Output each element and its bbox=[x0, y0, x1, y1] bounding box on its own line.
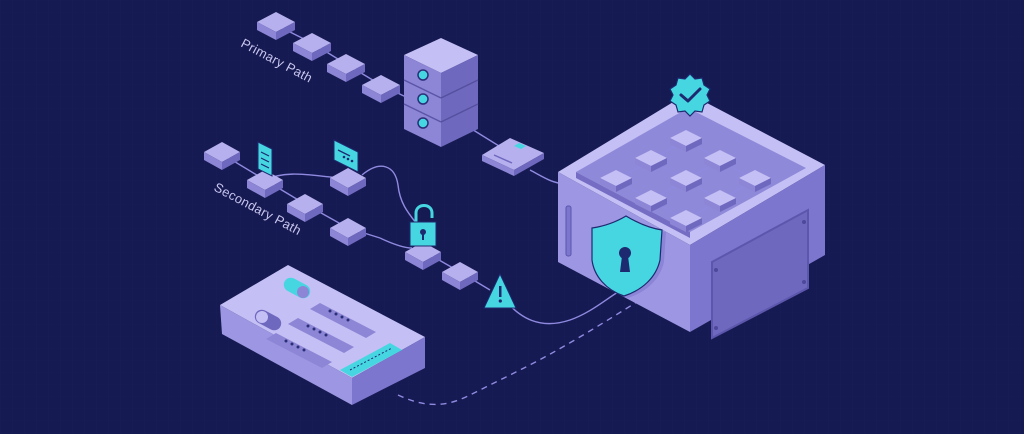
vault-key bbox=[600, 170, 632, 192]
secondary-path-blocks bbox=[204, 142, 478, 290]
message-card-icon bbox=[333, 139, 359, 173]
path-node bbox=[362, 75, 400, 103]
primary-path-blocks bbox=[257, 12, 400, 103]
server-stack-icon bbox=[403, 38, 479, 147]
path-node bbox=[442, 262, 478, 290]
path-node bbox=[247, 170, 283, 198]
vault-key bbox=[739, 170, 771, 192]
receipt-icon bbox=[257, 141, 273, 177]
path-node bbox=[204, 142, 240, 170]
toggle-switch-off bbox=[254, 309, 282, 331]
password-field bbox=[288, 318, 354, 353]
vault-keypad bbox=[600, 130, 771, 232]
shield-keyhole-icon bbox=[591, 215, 666, 298]
password-field bbox=[310, 303, 376, 338]
vault-key bbox=[635, 150, 667, 172]
credit-card-icon bbox=[482, 138, 544, 176]
vault-key bbox=[670, 130, 702, 152]
status-display bbox=[340, 343, 402, 377]
vault-key bbox=[704, 190, 736, 212]
padlock-icon bbox=[409, 204, 437, 247]
path-node bbox=[330, 218, 366, 246]
verified-badge-icon bbox=[669, 73, 711, 117]
toggle-switch-on bbox=[283, 277, 311, 299]
path-node bbox=[257, 12, 295, 40]
path-node bbox=[287, 194, 323, 222]
path-node bbox=[405, 242, 441, 270]
path-node bbox=[327, 54, 365, 82]
vault-key bbox=[670, 170, 702, 192]
path-node bbox=[330, 168, 366, 196]
control-panel-icon bbox=[220, 265, 425, 405]
vault-key bbox=[670, 210, 702, 232]
warning-triangle-icon bbox=[483, 272, 517, 309]
vault-key bbox=[635, 190, 667, 212]
vault-key bbox=[704, 150, 736, 172]
password-field bbox=[266, 333, 332, 368]
path-node bbox=[293, 33, 331, 61]
